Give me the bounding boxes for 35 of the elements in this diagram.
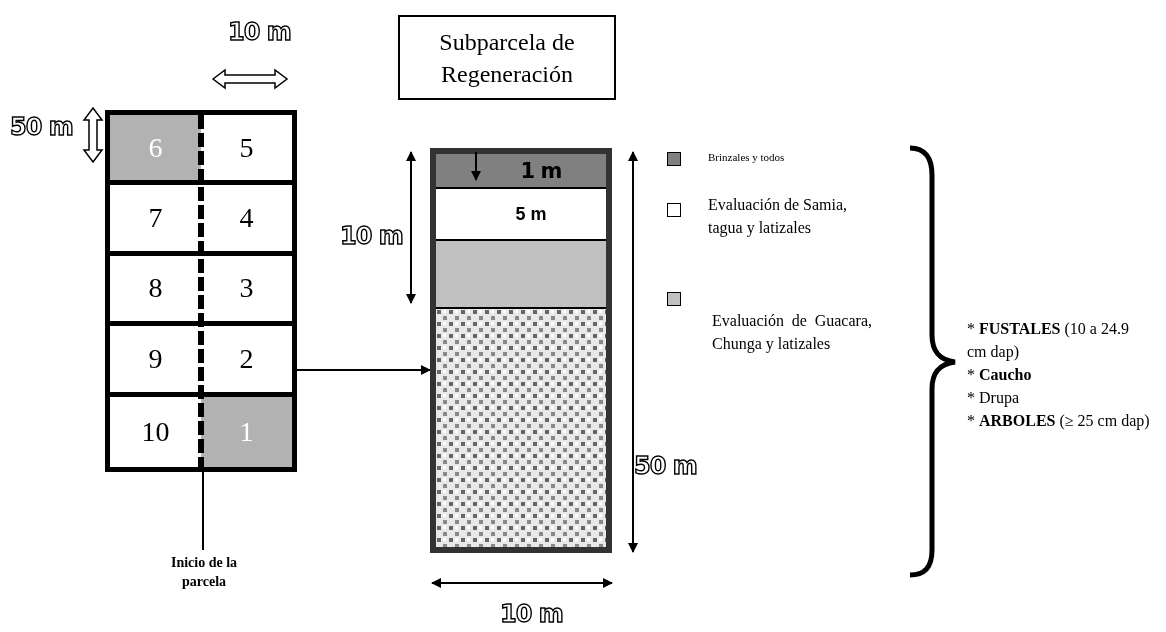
subplot-band: [436, 154, 606, 189]
legend-label: Evaluación de Samia, tagua y latizales: [708, 195, 849, 239]
node-text: Subparcela de Regeneración: [438, 27, 576, 89]
leader-line: [202, 471, 204, 551]
dimension-label: 50 m: [10, 113, 73, 141]
node-text: 8: [148, 272, 163, 305]
list-item: * Drupa: [967, 388, 1020, 409]
list-item: *Caucho: [967, 365, 1033, 385]
title-box: [398, 15, 616, 100]
node-text: 5: [239, 131, 254, 164]
dimension-label: 10 m: [228, 18, 291, 46]
node-text: 7: [148, 202, 163, 235]
plot-cell: [201, 396, 292, 467]
node-text: 3: [239, 272, 254, 305]
subplot-band: [436, 241, 606, 309]
node-text: 9: [148, 342, 163, 375]
plot-grid: [105, 110, 297, 472]
node-text: 4: [239, 202, 254, 235]
list-item: *FUSTALES (10 a 24.9 cm dap): [967, 319, 1130, 363]
node-text: 10: [141, 415, 170, 448]
arrow: [296, 365, 431, 375]
node-text: 1: [239, 415, 254, 448]
node-text: 1 m: [520, 158, 562, 183]
dimension-label: 50 m: [634, 452, 697, 480]
dimension-label: 10 m: [340, 222, 403, 250]
legend-label: Evaluación de Guacara, Chunga y latizales: [712, 311, 872, 355]
node-text: 2: [239, 342, 254, 375]
subplot-band: [436, 309, 606, 547]
subplot-rectangle: [430, 148, 612, 553]
plot-cell: [110, 115, 201, 186]
node-text: 6: [148, 131, 163, 164]
dimension-label: 10 m: [500, 600, 563, 628]
node-text: 5 m: [515, 203, 547, 225]
legend-label: Brinzales y todos: [708, 150, 786, 165]
list-item: *ARBOLES (≥ 25 cm dap): [967, 411, 1151, 432]
